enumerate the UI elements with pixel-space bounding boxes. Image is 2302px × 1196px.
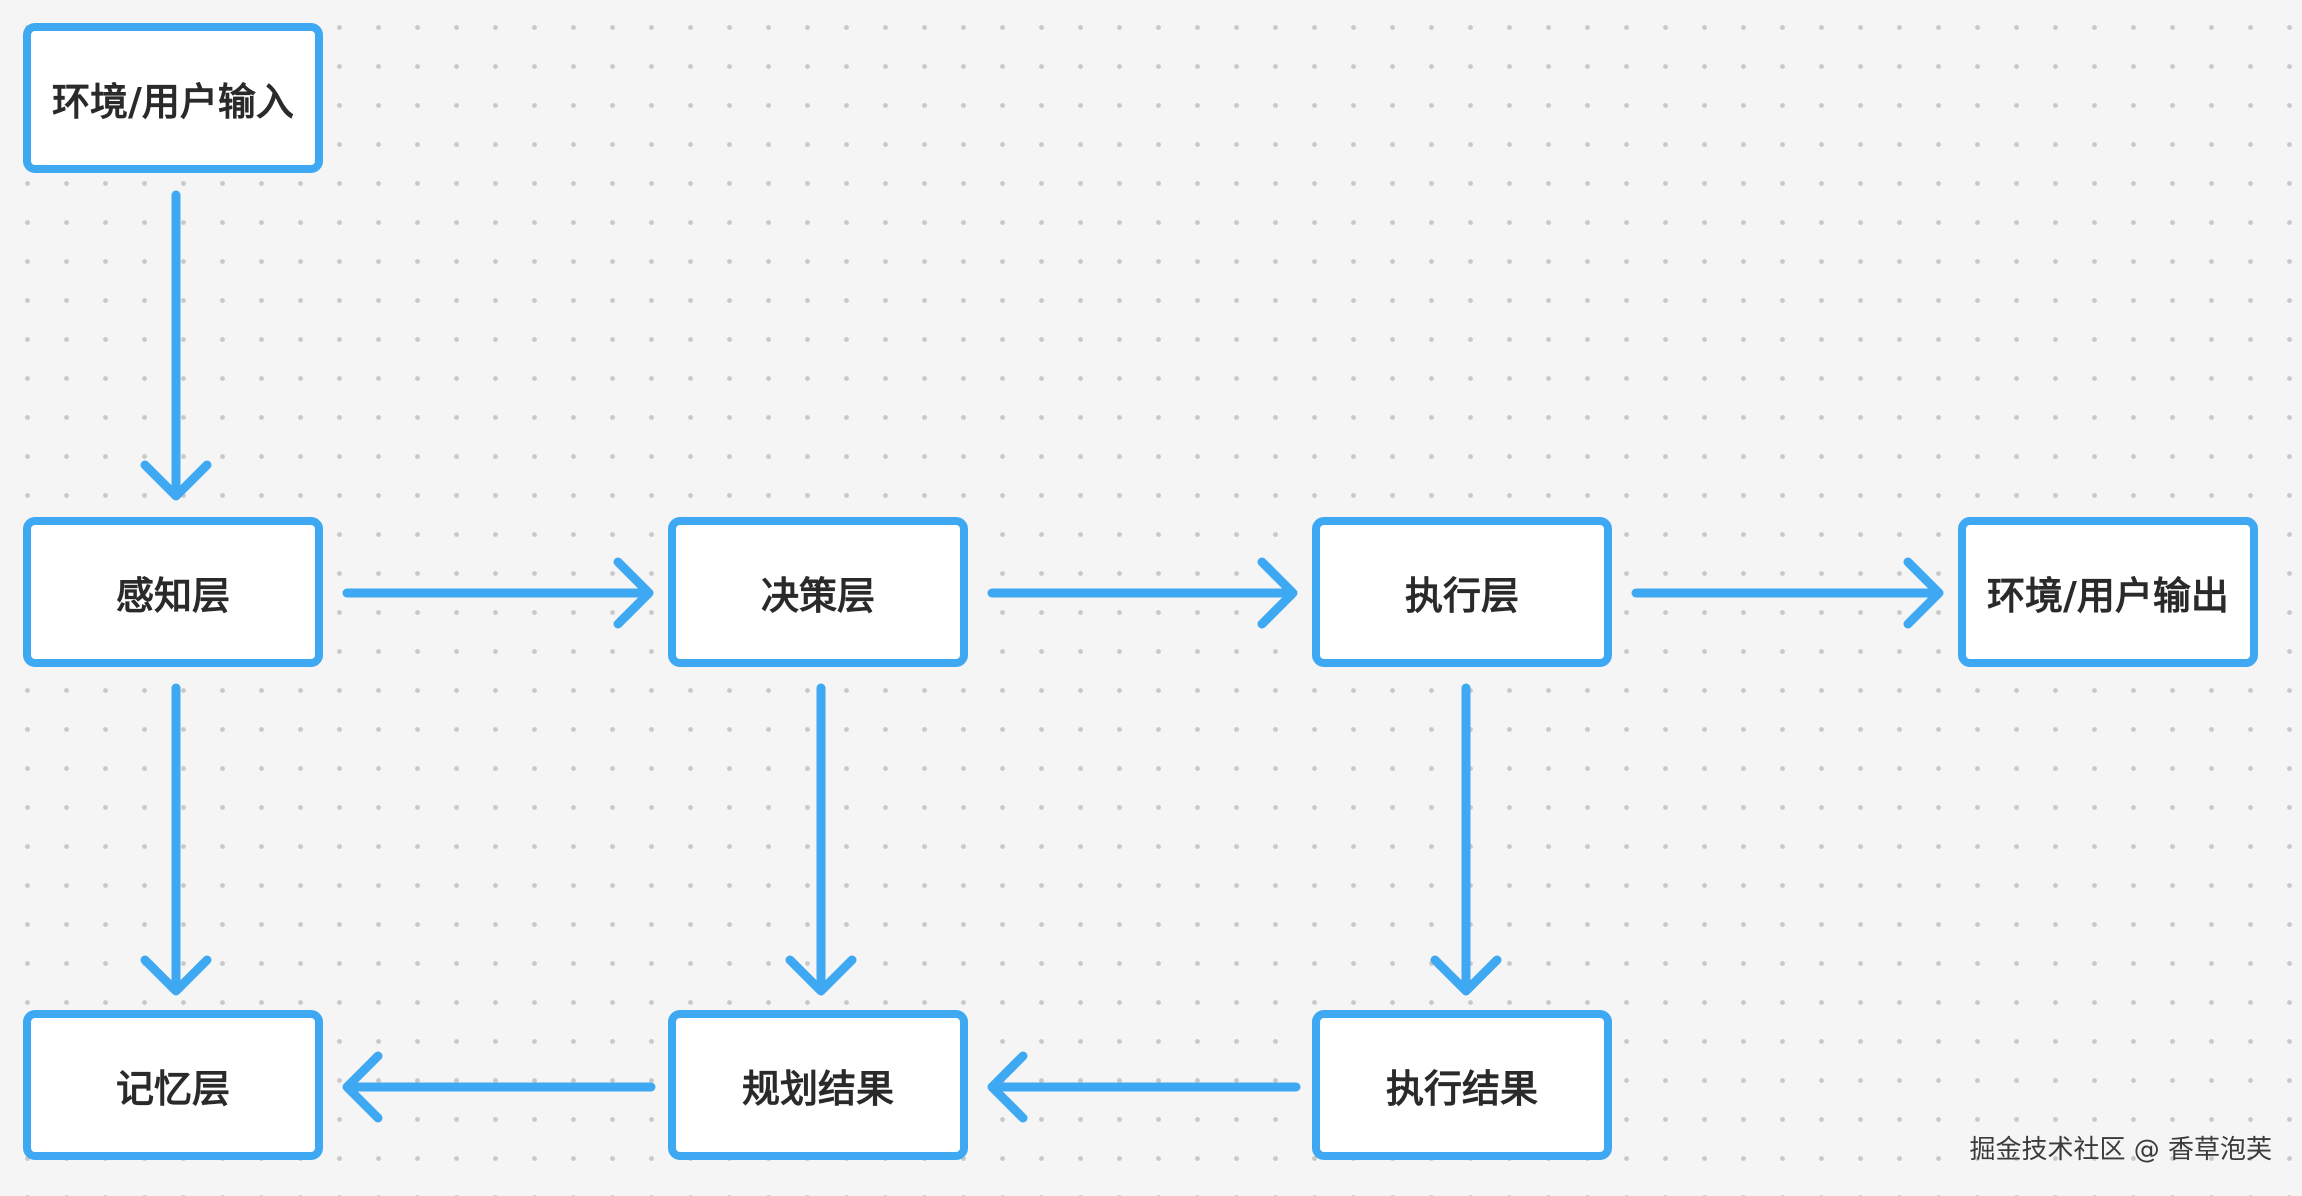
arrow-decision-to-execution (987, 557, 1298, 629)
node-memory-layer[interactable]: 记忆层 (23, 1010, 323, 1160)
node-perception-layer[interactable]: 感知层 (23, 517, 323, 667)
node-label: 环境/用户输出 (1987, 573, 2229, 618)
node-label: 决策层 (760, 573, 875, 618)
arrow-execution-to-execution-result (1430, 683, 1502, 996)
arrow-perception-to-memory (140, 683, 212, 996)
node-label: 执行层 (1404, 573, 1519, 618)
arrow-decision-to-planning-result (785, 683, 857, 996)
node-label: 规划结果 (741, 1066, 894, 1111)
node-env-output[interactable]: 环境/用户输出 (1958, 517, 2258, 667)
arrow-input-to-perception (140, 190, 212, 501)
arrow-perception-to-decision (342, 557, 654, 629)
arrow-execution-result-to-planning-result (987, 1051, 1301, 1123)
watermark: 掘金技术社区 @ 香草泡芙 (1969, 1135, 2272, 1165)
arrow-execution-to-output (1631, 557, 1944, 629)
node-label: 环境/用户输入 (52, 79, 294, 124)
node-execution-result[interactable]: 执行结果 (1312, 1010, 1612, 1160)
node-planning-result[interactable]: 规划结果 (668, 1010, 968, 1160)
node-decision-layer[interactable]: 决策层 (668, 517, 968, 667)
node-label: 感知层 (115, 573, 230, 618)
node-execution-layer[interactable]: 执行层 (1312, 517, 1612, 667)
arrow-planning-result-to-memory (342, 1051, 656, 1123)
node-env-input[interactable]: 环境/用户输入 (23, 23, 323, 173)
node-label: 记忆层 (115, 1066, 230, 1111)
node-label: 执行结果 (1385, 1066, 1538, 1111)
